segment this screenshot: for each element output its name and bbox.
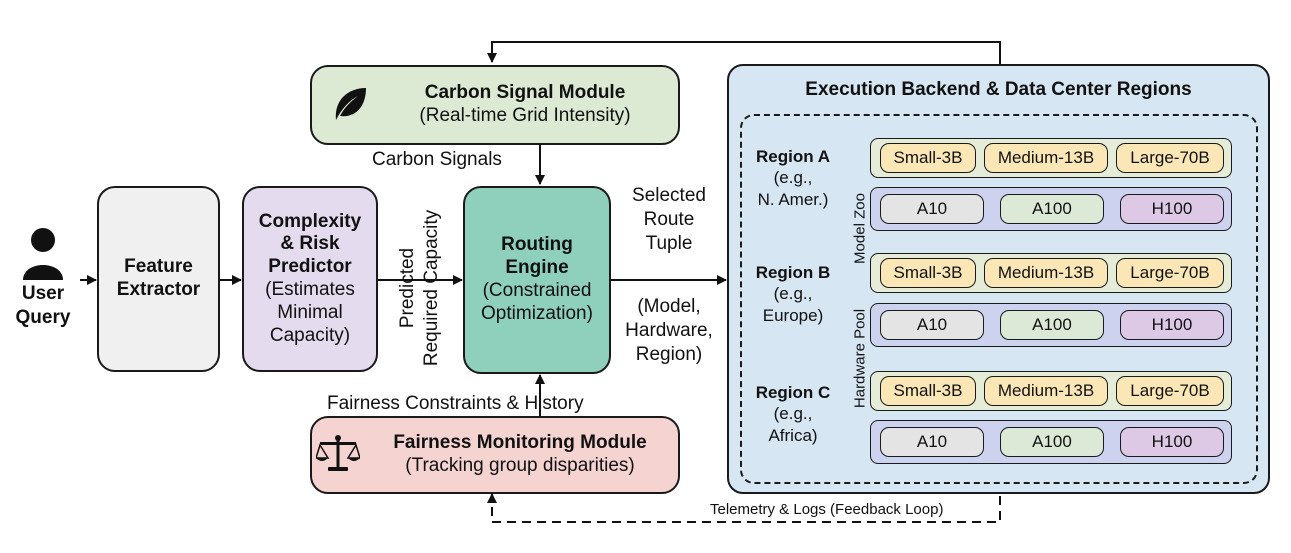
region-a-model-small: Small-3B [880, 143, 976, 173]
selected-route-tuple-label: Selected Route Tuple [632, 185, 706, 254]
region-a-hw-h100: H100 [1120, 194, 1224, 224]
region-b-model-large: Large-70B [1116, 258, 1224, 288]
complexity-predictor-box: Complexity & Risk Predictor (Estimates M… [242, 186, 378, 372]
arrow-backend-to-carbon [487, 41, 1001, 64]
telemetry-label: Telemetry & Logs (Feedback Loop) [708, 501, 946, 518]
model-zoo-label: Model Zoo [851, 193, 869, 264]
region-c-model-medium: Medium-13B [984, 376, 1108, 406]
carbon-signals-label: Carbon Signals [372, 149, 502, 170]
region-b-label: Region B (e.g., Europe) [755, 263, 831, 325]
route-tuple-fields-label: (Model, Hardware, Region) [625, 296, 713, 365]
regions-dashed-frame [740, 114, 1258, 484]
region-c-label: Region C (e.g., Africa) [755, 383, 831, 445]
region-c-hw-a100: A100 [1000, 427, 1104, 457]
region-a-model-large: Large-70B [1116, 143, 1224, 173]
user-icon [23, 228, 63, 280]
region-c-hw-a10: A10 [880, 427, 984, 457]
carbon-signal-module-box: Carbon Signal Module (Real-time Grid Int… [310, 65, 680, 145]
region-b-model-medium: Medium-13B [984, 258, 1108, 288]
scales-icon [316, 435, 360, 471]
leaf-icon [335, 88, 366, 120]
region-b-hw-a100: A100 [1000, 310, 1104, 340]
predicted-capacity-label: Predicted Required Capacity [397, 209, 442, 367]
fairness-constraints-label: Fairness Constraints & History [327, 393, 584, 414]
region-c-model-large: Large-70B [1116, 376, 1224, 406]
region-b-hw-h100: H100 [1120, 310, 1224, 340]
region-a-hw-a10: A10 [880, 194, 984, 224]
routing-engine-box: Routing Engine (Constrained Optimization… [463, 186, 611, 374]
hardware-pool-label: Hardware Pool [851, 308, 869, 409]
region-a-hw-a100: A100 [1000, 194, 1104, 224]
region-a-label: Region A (e.g., N. Amer.) [756, 147, 830, 209]
region-a-model-medium: Medium-13B [984, 143, 1108, 173]
region-c-hw-h100: H100 [1120, 427, 1224, 457]
region-b-hw-a10: A10 [880, 310, 984, 340]
region-b-model-small: Small-3B [880, 258, 976, 288]
arrow-telemetry-loop [487, 493, 1001, 523]
execution-backend-title: Execution Backend & Data Center Regions [805, 79, 1192, 100]
region-c-model-small: Small-3B [880, 376, 976, 406]
feature-extractor-box: Feature Extractor [97, 186, 220, 372]
fairness-monitoring-module-box: Fairness Monitoring Module (Tracking gro… [310, 416, 680, 494]
